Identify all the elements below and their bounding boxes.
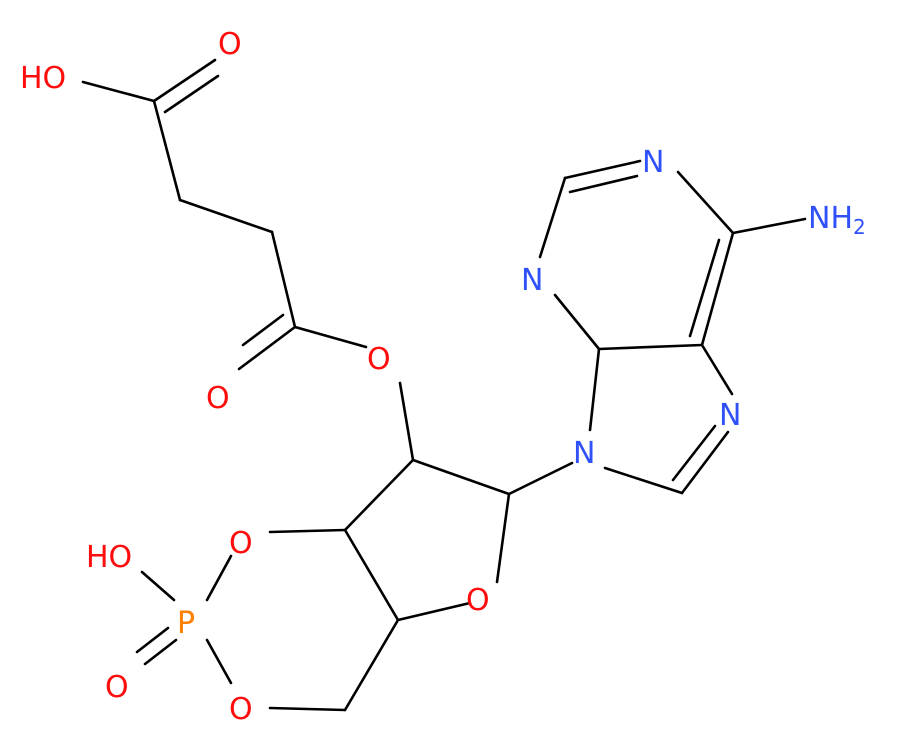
n3-label: N: [521, 263, 543, 298]
bond-layer: [81, 58, 807, 712]
bond-c4-o-ester: [293, 325, 368, 349]
bond-c4-c5: [597, 343, 704, 351]
bond-c3prime-o-phos: [268, 528, 347, 534]
bond-c2-c3: [178, 198, 274, 234]
bond-c2-n1-a: [563, 159, 642, 180]
n1-label: N: [642, 145, 664, 180]
o-ester-label: O: [367, 342, 391, 377]
ho-phos-label: HO: [86, 540, 132, 575]
bond-c3-c4: [270, 230, 297, 329]
o-phos-upper-label: O: [229, 526, 253, 561]
atom-label-layer: HO O O O N NH2 N N N O HO P O O O: [20, 27, 866, 727]
o-acid-carbonyl-label: O: [218, 27, 242, 62]
bond-c4-n3: [553, 293, 601, 351]
bond-c1-o-double-a: [152, 58, 217, 103]
bond-c3prime-c4prime: [343, 528, 400, 622]
bond-o-ring-c4prime: [396, 601, 472, 622]
nh2-subscript: 2: [853, 215, 866, 239]
o-phos-double-label: O: [105, 670, 129, 705]
bond-n3-c2: [538, 176, 567, 259]
bond-n1-c6: [676, 170, 735, 235]
bond-c8-n7-b: [671, 424, 717, 482]
o-ring-label: O: [466, 583, 490, 618]
bond-c6-c5-b: [688, 238, 721, 338]
bond-p-o-double-a: [143, 638, 178, 666]
o-phos-lower-label: O: [229, 692, 253, 727]
bond-c2-n1-b: [568, 174, 639, 194]
o-ester-carbonyl-label: O: [206, 381, 230, 416]
bond-p-o-double-b: [135, 626, 170, 654]
bond-c5prime-c4prime: [343, 618, 400, 712]
bond-p-oh: [140, 570, 176, 602]
bond-c2prime-c1prime: [411, 458, 511, 496]
bond-n7-c5: [700, 343, 734, 396]
bond-c6-nh2: [731, 217, 807, 235]
oh-top-label: HO: [20, 61, 66, 96]
bond-c1prime-n9: [507, 461, 574, 496]
nh2-text: NH: [808, 201, 853, 236]
bond-o-ester-c2prime: [398, 381, 415, 462]
nh2-label: NH2: [808, 201, 866, 239]
bond-p-o-lower: [205, 638, 233, 685]
bond-c6-c5-a: [700, 231, 735, 347]
bond-o-phos-p: [205, 554, 233, 602]
n9-label: N: [573, 436, 595, 471]
bond-n9-c4: [588, 347, 601, 432]
bond-c1-c2: [152, 99, 182, 202]
bond-c2prime-c3prime: [343, 458, 415, 532]
bond-c8-n7-a: [680, 430, 730, 495]
bond-c4-o-double-b: [241, 313, 285, 347]
bond-c1-o-double-b: [163, 74, 220, 114]
bond-n9-c8: [603, 466, 684, 495]
n7-label: N: [719, 398, 741, 433]
bond-ho-c1: [81, 80, 156, 103]
bond-c1prime-o-ring: [495, 492, 511, 584]
phosphorus-label: P: [177, 606, 195, 641]
bond-o-lower-c5prime: [268, 706, 347, 712]
bond-c4-o-double-a: [237, 325, 297, 371]
